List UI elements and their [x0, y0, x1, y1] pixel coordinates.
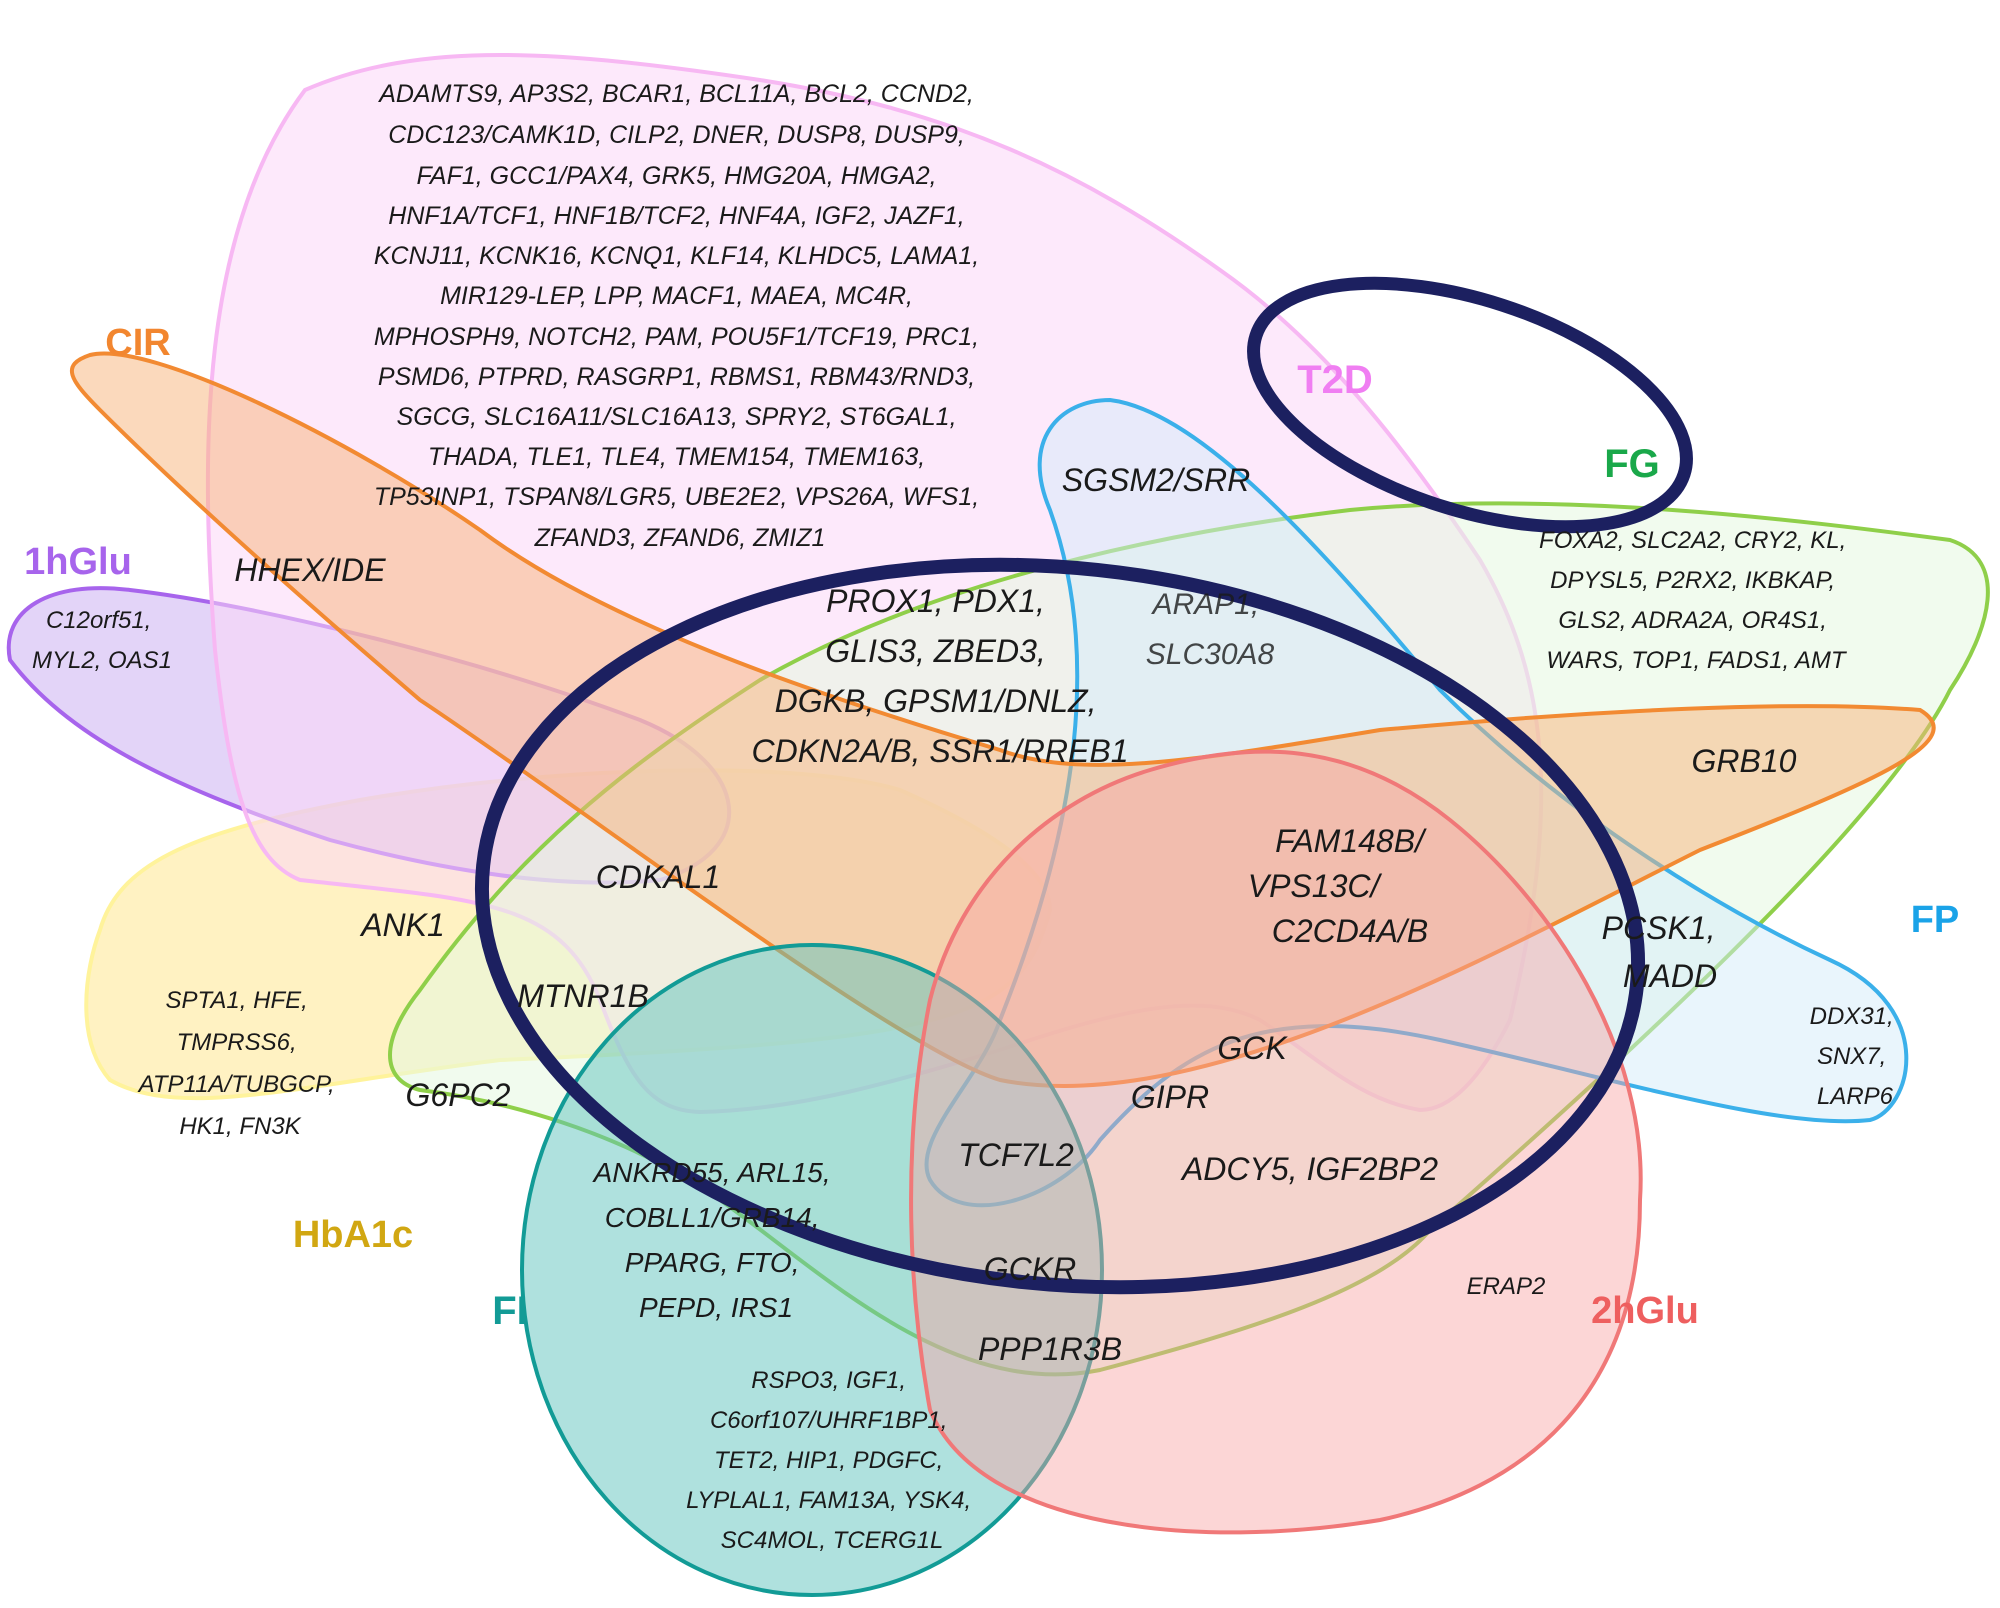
fam148b-gene-line: C2CD4A/B	[1272, 913, 1429, 949]
fi-gene-line: TET2, HIP1, PDGFC,	[714, 1447, 943, 1474]
t2d-gene-line: PSMD6, PTPRD, RASGRP1, RBMS1, RBM43/RND3…	[378, 363, 975, 391]
t2d-gene-line: TP53INP1, TSPAN8/LGR5, UBE2E2, VPS26A, W…	[374, 483, 979, 511]
sgsm2-gene: SGSM2/SRR	[1062, 462, 1250, 498]
g6pc2-gene: G6PC2	[406, 1077, 511, 1113]
t2d-gene-line: FAF1, GCC1/PAX4, GRK5, HMG20A, HMGA2,	[417, 162, 937, 190]
fi-gene-line: SC4MOL, TCERG1L	[721, 1527, 944, 1554]
one-h-glu-gene-line: C12orf51,	[46, 607, 151, 634]
gckr-gene: GCKR	[984, 1251, 1076, 1287]
t2d-gene-list: ADAMTS9, AP3S2, BCAR1, BCL11A, BCL2, CCN…	[374, 80, 986, 552]
fg-gene-line: WARS, TOP1, FADS1, AMT	[1546, 647, 1848, 674]
t2d-gene-line: HNF1A/TCF1, HNF1B/TCF2, HNF4A, IGF2, JAZ…	[388, 202, 964, 230]
fp-gene-line: SNX7,	[1817, 1043, 1886, 1070]
core-gene-line: DGKB, GPSM1/DNLZ,	[775, 683, 1097, 719]
fi-gene-list: RSPO3, IGF1, C6orf107/UHRF1BP1, TET2, HI…	[686, 1367, 978, 1554]
ank1-gene: ANK1	[359, 907, 445, 943]
fi-label: FI	[492, 1289, 528, 1333]
erap2-gene: ERAP2	[1467, 1273, 1546, 1300]
pcsk1-gene-line: PCSK1,	[1602, 910, 1716, 946]
t2d-gene-line: CDC123/CAMK1D, CILP2, DNER, DUSP8, DUSP9…	[388, 121, 965, 149]
fi-gene-line: LYPLAL1, FAM13A, YSK4,	[686, 1487, 971, 1514]
fi-t2d-gene-line: ANKRD55, ARL15,	[592, 1157, 831, 1188]
t2d-highlight-ring	[1247, 276, 1693, 534]
arap1-gene-line: ARAP1,	[1150, 588, 1259, 621]
fp-gene-line: DDX31,	[1810, 1003, 1894, 1030]
t2d-fg-core-gene-list: PROX1, PDX1, GLIS3, ZBED3, DGKB, GPSM1/D…	[751, 583, 1128, 769]
tcf7l2-gene: TCF7L2	[958, 1137, 1074, 1173]
one-h-glu-gene-list: C12orf51, MYL2, OAS1	[32, 607, 172, 674]
gipr-gene: GIPR	[1131, 1079, 1209, 1115]
ppp1r3b-gene: PPP1R3B	[978, 1331, 1122, 1367]
fg-gene-list: FOXA2, SLC2A2, CRY2, KL, DPYSL5, P2RX2, …	[1539, 527, 1853, 674]
core-gene-line: CDKN2A/B, SSR1/RREB1	[751, 733, 1128, 769]
mtnr1b-gene: MTNR1B	[517, 978, 649, 1014]
core-highlight-ring	[474, 557, 1646, 1295]
hba1c-gene-line: HK1, FN3K	[179, 1113, 301, 1140]
t2d-gene-line: KCNJ11, KCNK16, KCNQ1, KLF14, KLHDC5, LA…	[374, 242, 979, 270]
fi-gene-line: RSPO3, IGF1,	[751, 1367, 906, 1394]
pcsk1-gene-line: MADD	[1623, 958, 1717, 994]
t2d-gene-line: THADA, TLE1, TLE4, TMEM154, TMEM163,	[428, 443, 925, 471]
t2d-gene-line: MIR129-LEP, LPP, MACF1, MAEA, MC4R,	[440, 282, 913, 310]
one-h-glu-label: 1hGlu	[24, 541, 132, 583]
hba1c-gene-line: TMPRSS6,	[177, 1029, 297, 1056]
fam148b-gene-line: VPS13C/	[1248, 868, 1383, 904]
core-gene-line: PROX1, PDX1,	[826, 583, 1045, 619]
fg-label: FG	[1604, 442, 1660, 486]
gck-gene: GCK	[1217, 1030, 1288, 1066]
arap1-gene-line: SLC30A8	[1146, 638, 1275, 671]
fi-t2d-gene-line: PPARG, FTO,	[625, 1247, 800, 1278]
fi-t2d-gene-line: COBLL1/GRB14,	[605, 1202, 820, 1233]
pcsk1-gene-list: PCSK1, MADD	[1602, 910, 1725, 994]
t2d-gene-line: ZFAND3, ZFAND6, ZMIZ1	[534, 524, 826, 552]
fg-gene-line: GLS2, ADRA2A, OR4S1,	[1558, 607, 1827, 634]
hba1c-gene-line: SPTA1, HFE,	[166, 987, 308, 1014]
fp-gene-list: DDX31, SNX7, LARP6	[1810, 1003, 1901, 1110]
fam148b-gene-line: FAM148B/	[1275, 823, 1427, 859]
fi-t2d-gene-list: ANKRD55, ARL15, COBLL1/GRB14, PPARG, FTO…	[592, 1157, 839, 1323]
grb10-gene: GRB10	[1692, 743, 1797, 779]
adcy5-gene: ADCY5, IGF2BP2	[1180, 1151, 1438, 1187]
fp-gene-line: LARP6	[1817, 1083, 1894, 1110]
hhex-gene: HHEX/IDE	[234, 552, 386, 588]
two-h-glu-region	[909, 749, 1643, 1535]
fi-region	[520, 943, 1104, 1597]
cir-label: CIR	[105, 322, 170, 364]
t2d-gene-line: MPHOSPH9, NOTCH2, PAM, POU5F1/TCF19, PRC…	[374, 323, 979, 351]
t2d-label: T2D	[1297, 358, 1373, 402]
hba1c-label: HbA1c	[293, 1214, 413, 1256]
fg-gene-line: FOXA2, SLC2A2, CRY2, KL,	[1539, 527, 1846, 554]
cdkal1-gene: CDKAL1	[596, 859, 721, 895]
fi-gene-line: C6orf107/UHRF1BP1,	[710, 1407, 947, 1434]
one-h-glu-gene-line: MYL2, OAS1	[32, 647, 172, 674]
two-h-glu-label: 2hGlu	[1591, 1290, 1699, 1332]
t2d-gene-line: ADAMTS9, AP3S2, BCAR1, BCL11A, BCL2, CCN…	[377, 80, 974, 108]
fam148b-gene-list: FAM148B/ VPS13C/ C2CD4A/B	[1248, 823, 1433, 949]
core-gene-line: GLIS3, ZBED3,	[825, 633, 1046, 669]
fp-label: FP	[1911, 899, 1960, 941]
fi-t2d-gene-line: PEPD, IRS1	[639, 1292, 793, 1323]
arap1-gene-list: ARAP1, SLC30A8	[1146, 588, 1275, 671]
hba1c-gene-list: SPTA1, HFE, TMPRSS6, ATP11A/TUBGCP, HK1,…	[137, 987, 342, 1140]
fg-gene-line: DPYSL5, P2RX2, IKBKAP,	[1550, 567, 1835, 594]
hba1c-gene-line: ATP11A/TUBGCP,	[137, 1071, 335, 1098]
t2d-gene-line: SGCG, SLC16A11/SLC16A13, SPRY2, ST6GAL1,	[397, 403, 957, 431]
